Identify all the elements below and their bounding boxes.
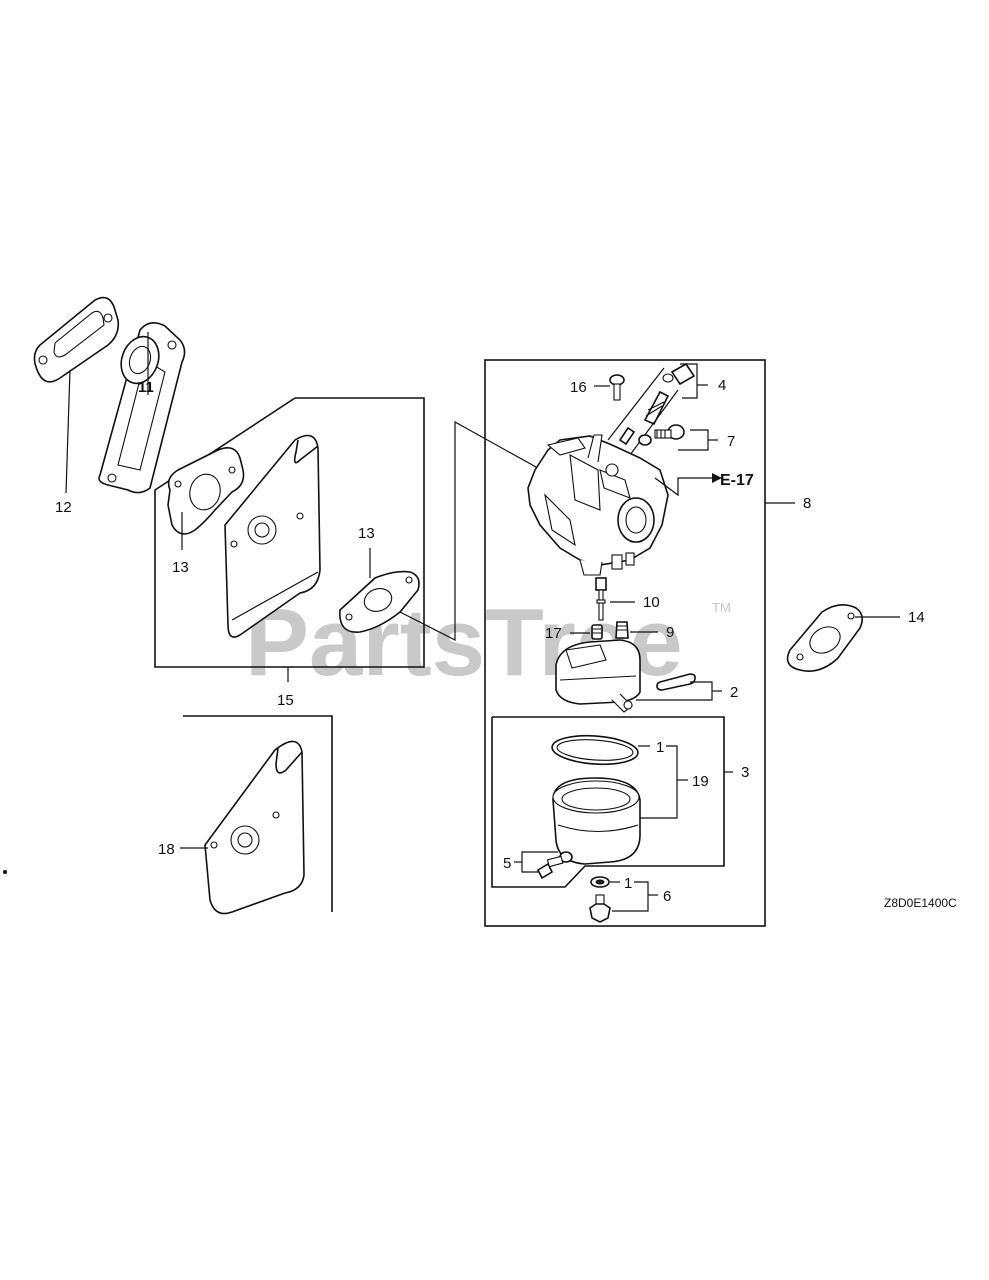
float-pin-part-2[interactable] — [656, 673, 696, 691]
plate-part-18[interactable] — [204, 740, 305, 915]
o-ring-part-1[interactable] — [551, 733, 639, 767]
label-11: 11 — [138, 379, 154, 396]
diagram-code: Z8D0E1400C — [884, 896, 957, 910]
screw-part-16[interactable] — [609, 374, 625, 401]
label-18: 18 — [158, 841, 175, 858]
float-part[interactable] — [555, 639, 641, 713]
label-7: 7 — [727, 433, 735, 450]
label-12: 12 — [55, 499, 72, 516]
label-3: 3 — [741, 764, 749, 781]
label-17: 17 — [545, 625, 562, 642]
gasket-part-14[interactable] — [786, 604, 864, 672]
idle-screw-part-7[interactable] — [638, 424, 685, 446]
group-box-18 — [183, 715, 333, 912]
group-box-8 — [484, 359, 766, 927]
insulator-part-11[interactable] — [98, 322, 186, 494]
gasket-part-12[interactable] — [33, 296, 120, 383]
main-jet-part-9[interactable] — [615, 621, 629, 639]
label-8: 8 — [803, 495, 811, 512]
label-19: 19 — [692, 773, 709, 790]
label-1-oring: 1 — [656, 739, 664, 756]
label-9: 9 — [666, 624, 674, 641]
needle-jet-part-10[interactable] — [595, 577, 607, 621]
label-10: 10 — [643, 594, 660, 611]
label-4: 4 — [718, 377, 726, 394]
carburetor-body[interactable] — [527, 434, 669, 576]
label-2: 2 — [730, 684, 738, 701]
label-13-right: 13 — [358, 525, 375, 542]
drain-bolt-part-6[interactable] — [589, 894, 611, 923]
label-6: 6 — [663, 888, 671, 905]
watermark-trademark: TM — [712, 600, 731, 615]
pilot-screw-part-4[interactable] — [618, 362, 696, 446]
gasket-part-13-left[interactable] — [167, 447, 245, 535]
group-box-3 — [491, 716, 725, 888]
drain-screw-part-5[interactable] — [536, 851, 573, 880]
heat-shield-part-15[interactable] — [224, 434, 321, 638]
label-14: 14 — [908, 609, 925, 626]
reference-e17: E-17 — [720, 472, 754, 489]
float-chamber-part-19[interactable] — [552, 777, 641, 865]
label-5: 5 — [503, 855, 511, 872]
label-16: 16 — [570, 379, 587, 396]
label-13-left: 13 — [172, 559, 189, 576]
washer-part-1[interactable] — [590, 876, 610, 888]
label-1-washer: 1 — [624, 875, 632, 892]
gasket-part-13-right[interactable] — [339, 570, 420, 633]
label-15: 15 — [277, 692, 294, 709]
jet-part-17[interactable] — [591, 624, 603, 640]
